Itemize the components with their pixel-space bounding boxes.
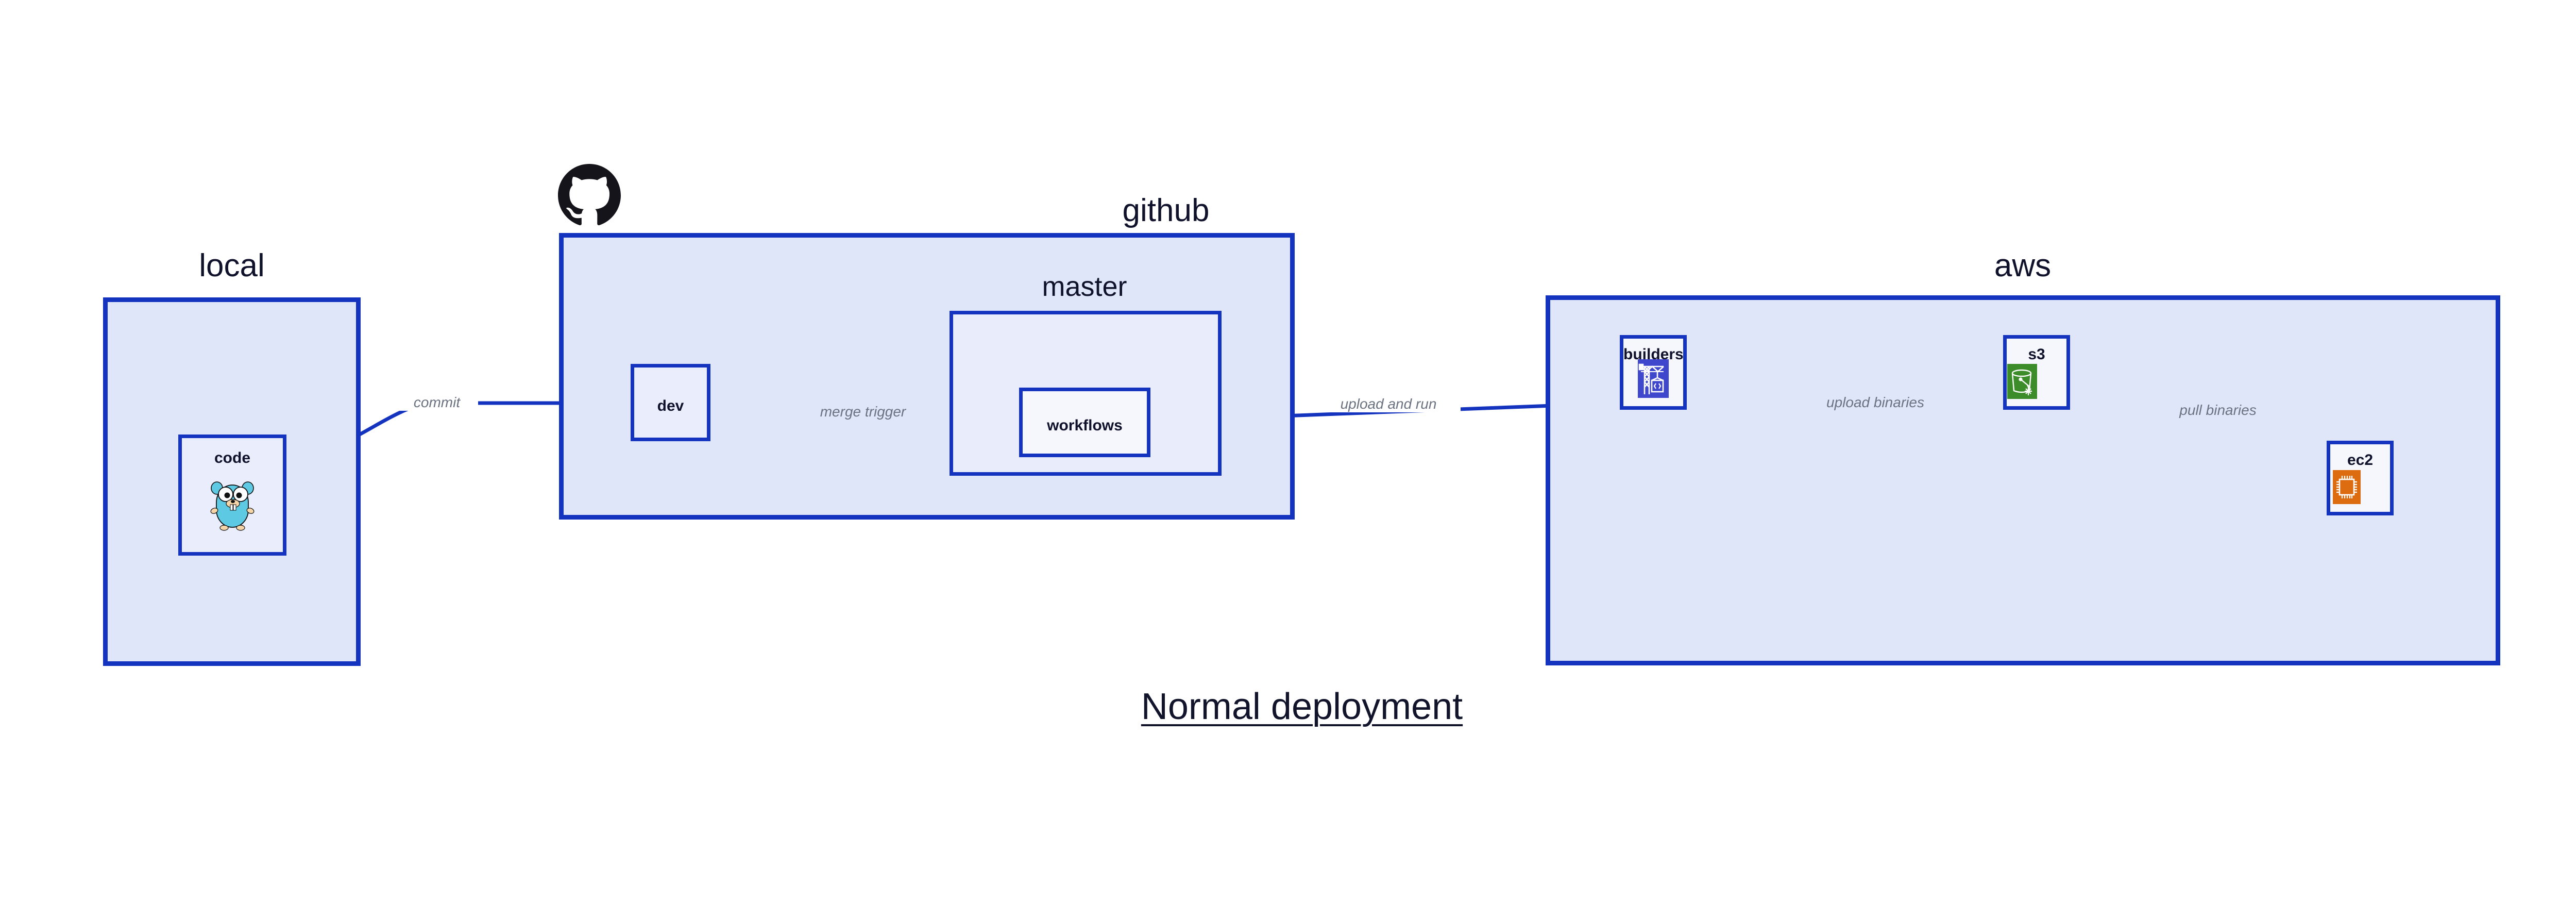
edge-label-upload-binaries: upload binaries [1803,394,1947,411]
group-title-aws: aws [1994,248,2052,283]
node-builders[interactable]: builders [1620,335,1687,410]
aws-crane-code-icon [1638,359,1669,400]
diagram-title-text: Normal deployment [1141,686,1463,727]
node-label-workflows: workflows [1047,417,1123,434]
edge-label-commit: commit [396,394,478,411]
node-label-code: code [214,449,251,466]
node-workflows[interactable]: workflows [1019,388,1150,457]
node-label-ec2: ec2 [2347,452,2374,469]
aws-s3-bucket-icon [2007,364,2037,402]
subgroup-title-master: master [1042,271,1127,302]
group-title-local: local [199,248,265,283]
edge-label-upload-and-run: upload and run [1316,396,1461,412]
github-octocat-icon [558,164,621,229]
aws-ec2-chip-icon [2333,470,2361,507]
node-label-dev: dev [657,397,684,414]
group-title-github: github [1122,193,1210,228]
diagram-title: Normal deployment [0,686,2576,728]
node-dev[interactable]: dev [631,364,710,441]
edge-label-pull-binaries: pull binaries [2161,402,2275,419]
edge-label-merge-trigger: merge trigger [801,404,925,420]
node-label-s3: s3 [2028,346,2045,363]
node-code[interactable]: code [178,435,286,556]
go-gopher-icon [208,477,257,535]
